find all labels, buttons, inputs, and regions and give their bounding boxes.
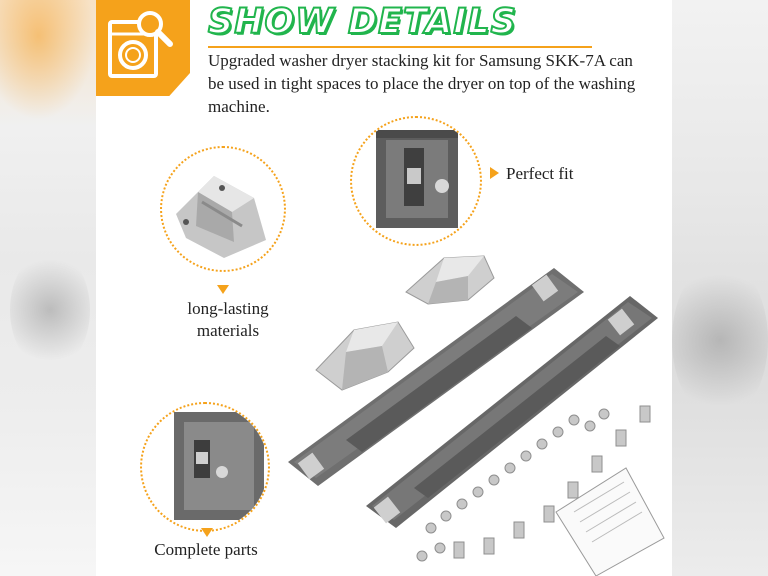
long-lasting-label: long-lasting materials [187, 299, 269, 340]
metal-bracket [315, 321, 415, 391]
page-title: SHOW DETAILS [207, 1, 517, 43]
backdrop-left [0, 0, 96, 576]
instruction-sheet [555, 467, 665, 576]
perfect-fit-closeup [350, 116, 482, 246]
stacking-rail [366, 296, 658, 528]
washer-search-icon [108, 11, 173, 78]
metal-bracket [405, 255, 495, 305]
arrow-down-icon [217, 285, 229, 294]
perfect-fit-label: Perfect fit [506, 164, 574, 183]
product-detail-panel: SHOW DETAILS Upgraded washer dryer stack… [96, 0, 672, 576]
title-divider [208, 46, 592, 48]
complete-parts-label: Complete parts [154, 540, 258, 559]
arrow-right-icon [490, 167, 499, 179]
backdrop-right [672, 0, 768, 576]
rail-end-closeup [140, 402, 270, 532]
stacking-rail [288, 268, 584, 486]
bracket-closeup [160, 146, 286, 272]
hardware-set [416, 405, 651, 562]
product-description: Upgraded washer dryer stacking kit for S… [208, 51, 636, 116]
product-illustration [288, 255, 665, 576]
header-badge [96, 0, 190, 96]
arrow-down-icon [201, 528, 213, 537]
